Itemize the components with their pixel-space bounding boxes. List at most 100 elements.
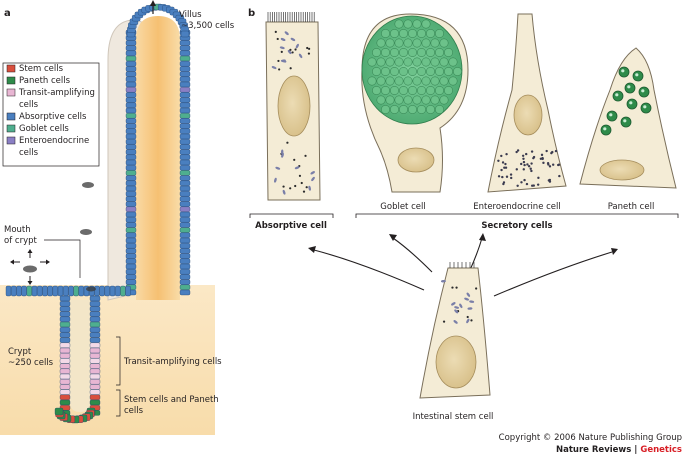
epithelial-cell bbox=[68, 285, 74, 297]
epithelial-cell bbox=[89, 337, 101, 343]
epithelial-cell bbox=[179, 107, 191, 114]
epithelial-cell bbox=[179, 154, 191, 160]
mitochondrion bbox=[284, 31, 289, 36]
epithelial-cell bbox=[179, 113, 191, 119]
legend-label: Absorptive cells bbox=[19, 112, 87, 122]
epithelial-cell bbox=[179, 71, 191, 77]
epithelial-cell bbox=[125, 185, 137, 192]
epithelial-cell bbox=[125, 154, 137, 160]
epithelial-cell bbox=[179, 76, 191, 82]
mucin-granule bbox=[381, 105, 390, 114]
epithelial-cell bbox=[57, 285, 64, 297]
paneth-cell bbox=[579, 47, 677, 189]
mitochondrion bbox=[464, 297, 469, 301]
epithelial-cell bbox=[5, 285, 12, 297]
mucin-granule bbox=[439, 57, 449, 67]
paneth-granule bbox=[612, 90, 624, 102]
epithelial-cell bbox=[59, 342, 71, 348]
mucin-granule bbox=[439, 38, 449, 48]
panel-a-label: a bbox=[4, 8, 11, 19]
mucin-granule bbox=[385, 57, 395, 67]
mucin-granule bbox=[417, 29, 426, 38]
epithelial-cell bbox=[179, 289, 191, 296]
legend-swatch bbox=[6, 112, 16, 121]
epithelial-cell bbox=[89, 301, 101, 307]
paneth-granule-core bbox=[609, 113, 613, 117]
mucin-granule bbox=[372, 48, 381, 57]
epithelial-cell bbox=[59, 384, 71, 390]
secretory-granule bbox=[530, 162, 533, 165]
mouth-leader-line bbox=[44, 239, 81, 278]
mucin-granule bbox=[412, 57, 422, 67]
mitochondrion bbox=[295, 43, 299, 49]
secretory-granule bbox=[537, 176, 540, 180]
epithelial-cell bbox=[125, 45, 137, 51]
epithelial-cell bbox=[89, 353, 101, 359]
mucin-granule bbox=[403, 38, 413, 48]
epithelial-cell bbox=[179, 123, 191, 129]
mucin-granule bbox=[381, 29, 390, 38]
epithelial-cell bbox=[11, 285, 17, 297]
mucin-granule bbox=[399, 86, 408, 95]
epithelial-cell bbox=[179, 92, 191, 98]
mucin-granule bbox=[399, 29, 408, 38]
secretory-granule bbox=[548, 180, 552, 183]
epithelial-cell bbox=[47, 285, 53, 297]
stem-cell-label: Intestinal stem cell bbox=[413, 412, 494, 422]
epithelial-cell bbox=[59, 321, 71, 328]
epithelial-cell bbox=[59, 394, 71, 400]
secretory-granule bbox=[536, 183, 540, 186]
epithelial-cell bbox=[125, 118, 137, 124]
journal-separator: | bbox=[631, 445, 640, 455]
mucin-granule bbox=[390, 105, 399, 114]
epithelial-cell bbox=[179, 40, 191, 46]
epithelial-cell bbox=[125, 274, 137, 280]
epithelial-cell bbox=[125, 211, 137, 218]
mitochondrion bbox=[459, 303, 463, 309]
epithelial-cell bbox=[179, 284, 191, 290]
vesicle bbox=[475, 287, 478, 290]
arrow-to-enteroendocrine bbox=[469, 237, 483, 271]
epithelial-cell bbox=[89, 295, 101, 302]
microvilli bbox=[267, 12, 315, 22]
absorptive-cell bbox=[265, 12, 321, 201]
epithelial-cell bbox=[179, 258, 191, 264]
secretory-granule bbox=[516, 184, 519, 187]
epithelial-cell bbox=[179, 118, 191, 124]
epithelial-cell bbox=[89, 306, 101, 312]
epithelial-cell bbox=[89, 389, 101, 395]
goblet-cell bbox=[361, 13, 469, 193]
mucin-granule bbox=[426, 86, 435, 95]
vesicle bbox=[277, 59, 280, 63]
epithelial-cell bbox=[125, 253, 137, 259]
legend-swatch bbox=[6, 136, 16, 145]
vesicle bbox=[305, 186, 308, 189]
epithelial-cell bbox=[179, 217, 191, 223]
mucin-granule bbox=[444, 86, 453, 95]
epithelial-cell bbox=[16, 285, 22, 297]
vesicle bbox=[293, 158, 296, 161]
epithelial-cell bbox=[125, 170, 137, 176]
paneth-granule bbox=[624, 82, 636, 94]
crypt-label: Crypt bbox=[8, 347, 32, 357]
mucin-granule bbox=[412, 38, 422, 48]
mucin-granule bbox=[421, 95, 431, 105]
mucin-granule bbox=[421, 76, 431, 86]
epithelial-cell bbox=[179, 97, 191, 103]
ta-label: Transit-amplifying cells bbox=[123, 357, 222, 367]
epithelial-cell bbox=[179, 222, 191, 228]
secretory-granule bbox=[532, 184, 535, 187]
mitochondrion bbox=[308, 185, 311, 191]
epithelial-cell bbox=[179, 201, 191, 207]
secretory-granule bbox=[557, 163, 561, 166]
epithelial-cell bbox=[179, 243, 191, 249]
secretory-granule bbox=[548, 165, 552, 168]
epithelial-cell bbox=[115, 285, 121, 297]
epithelial-cell bbox=[179, 211, 191, 218]
secretory-granule bbox=[520, 181, 523, 184]
epithelial-cell bbox=[89, 373, 101, 380]
secretory-granule bbox=[504, 162, 507, 166]
vesicle bbox=[291, 51, 294, 54]
mitochondrion bbox=[294, 166, 300, 170]
epithelial-cell bbox=[179, 170, 191, 176]
